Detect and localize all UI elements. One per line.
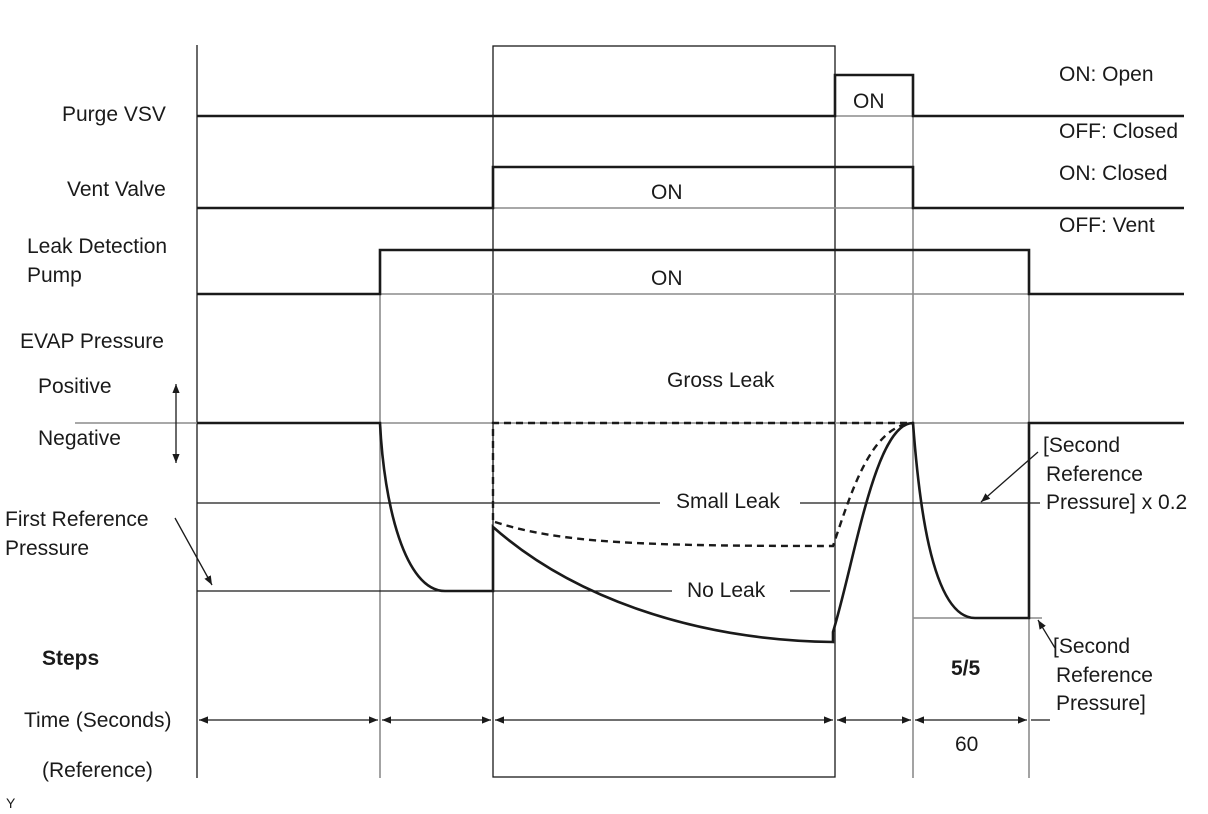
label-vent-off-vent: OFF: Vent — [1059, 214, 1155, 237]
label-second-ref-line2: Reference — [1056, 664, 1153, 687]
label-no-leak: No Leak — [687, 579, 766, 602]
label-reference: (Reference) — [42, 759, 153, 782]
label-pump-pulse-on: ON — [651, 267, 683, 290]
label-first-reference-line2: Pressure — [5, 537, 89, 560]
pressure-curve-gross-leak — [491, 421, 913, 520]
second-reference-leader — [1037, 619, 1056, 649]
pressure-curve-no-leak — [197, 421, 1184, 644]
vent-valve-signal — [197, 165, 1184, 210]
label-second-ref-x02-line2: Reference — [1046, 463, 1143, 486]
label-step-5-of-5: 5/5 — [951, 657, 981, 680]
label-purge-pulse-on: ON — [853, 90, 885, 113]
pressure-reference-lines — [75, 422, 1184, 619]
label-second-ref-line1: [Second — [1053, 635, 1130, 658]
label-leak-pump-line2: Pump — [27, 264, 82, 287]
label-second-ref-x02-line1: [Second — [1043, 434, 1120, 457]
label-steps: Steps — [42, 647, 99, 670]
label-vent-on-closed: ON: Closed — [1059, 162, 1168, 185]
label-purge-on-open: ON: Open — [1059, 63, 1154, 86]
label-time: Time (Seconds) — [24, 709, 171, 732]
label-vent-valve: Vent Valve — [67, 178, 166, 201]
leak-pump-signal — [197, 248, 1184, 296]
label-time-60: 60 — [955, 733, 978, 756]
label-vent-pulse-on: ON — [651, 181, 683, 204]
label-negative: Negative — [38, 427, 121, 450]
label-second-ref-line3: Pressure] — [1056, 692, 1146, 715]
label-evap-pressure: EVAP Pressure — [20, 330, 164, 353]
label-small-leak: Small Leak — [676, 490, 780, 513]
label-gross-leak: Gross Leak — [667, 369, 775, 392]
purge-vsv-signal — [197, 73, 1184, 118]
vent-closed-phase-box — [492, 45, 836, 778]
label-second-ref-x02-line3: Pressure] x 0.2 — [1046, 491, 1187, 514]
second-reference-x02-leader — [980, 451, 1039, 503]
label-purge-vsv: Purge VSV — [62, 103, 166, 126]
label-purge-off-closed: OFF: Closed — [1059, 120, 1178, 143]
label-first-reference-line1: First Reference — [5, 508, 149, 531]
first-reference-leader — [174, 517, 213, 586]
pressure-curve-small-leak — [494, 421, 911, 548]
label-leak-pump-line1: Leak Detection — [27, 235, 167, 258]
phase-boundaries — [196, 45, 1030, 778]
label-positive: Positive — [38, 375, 112, 398]
corner-mark: Y — [6, 795, 16, 811]
